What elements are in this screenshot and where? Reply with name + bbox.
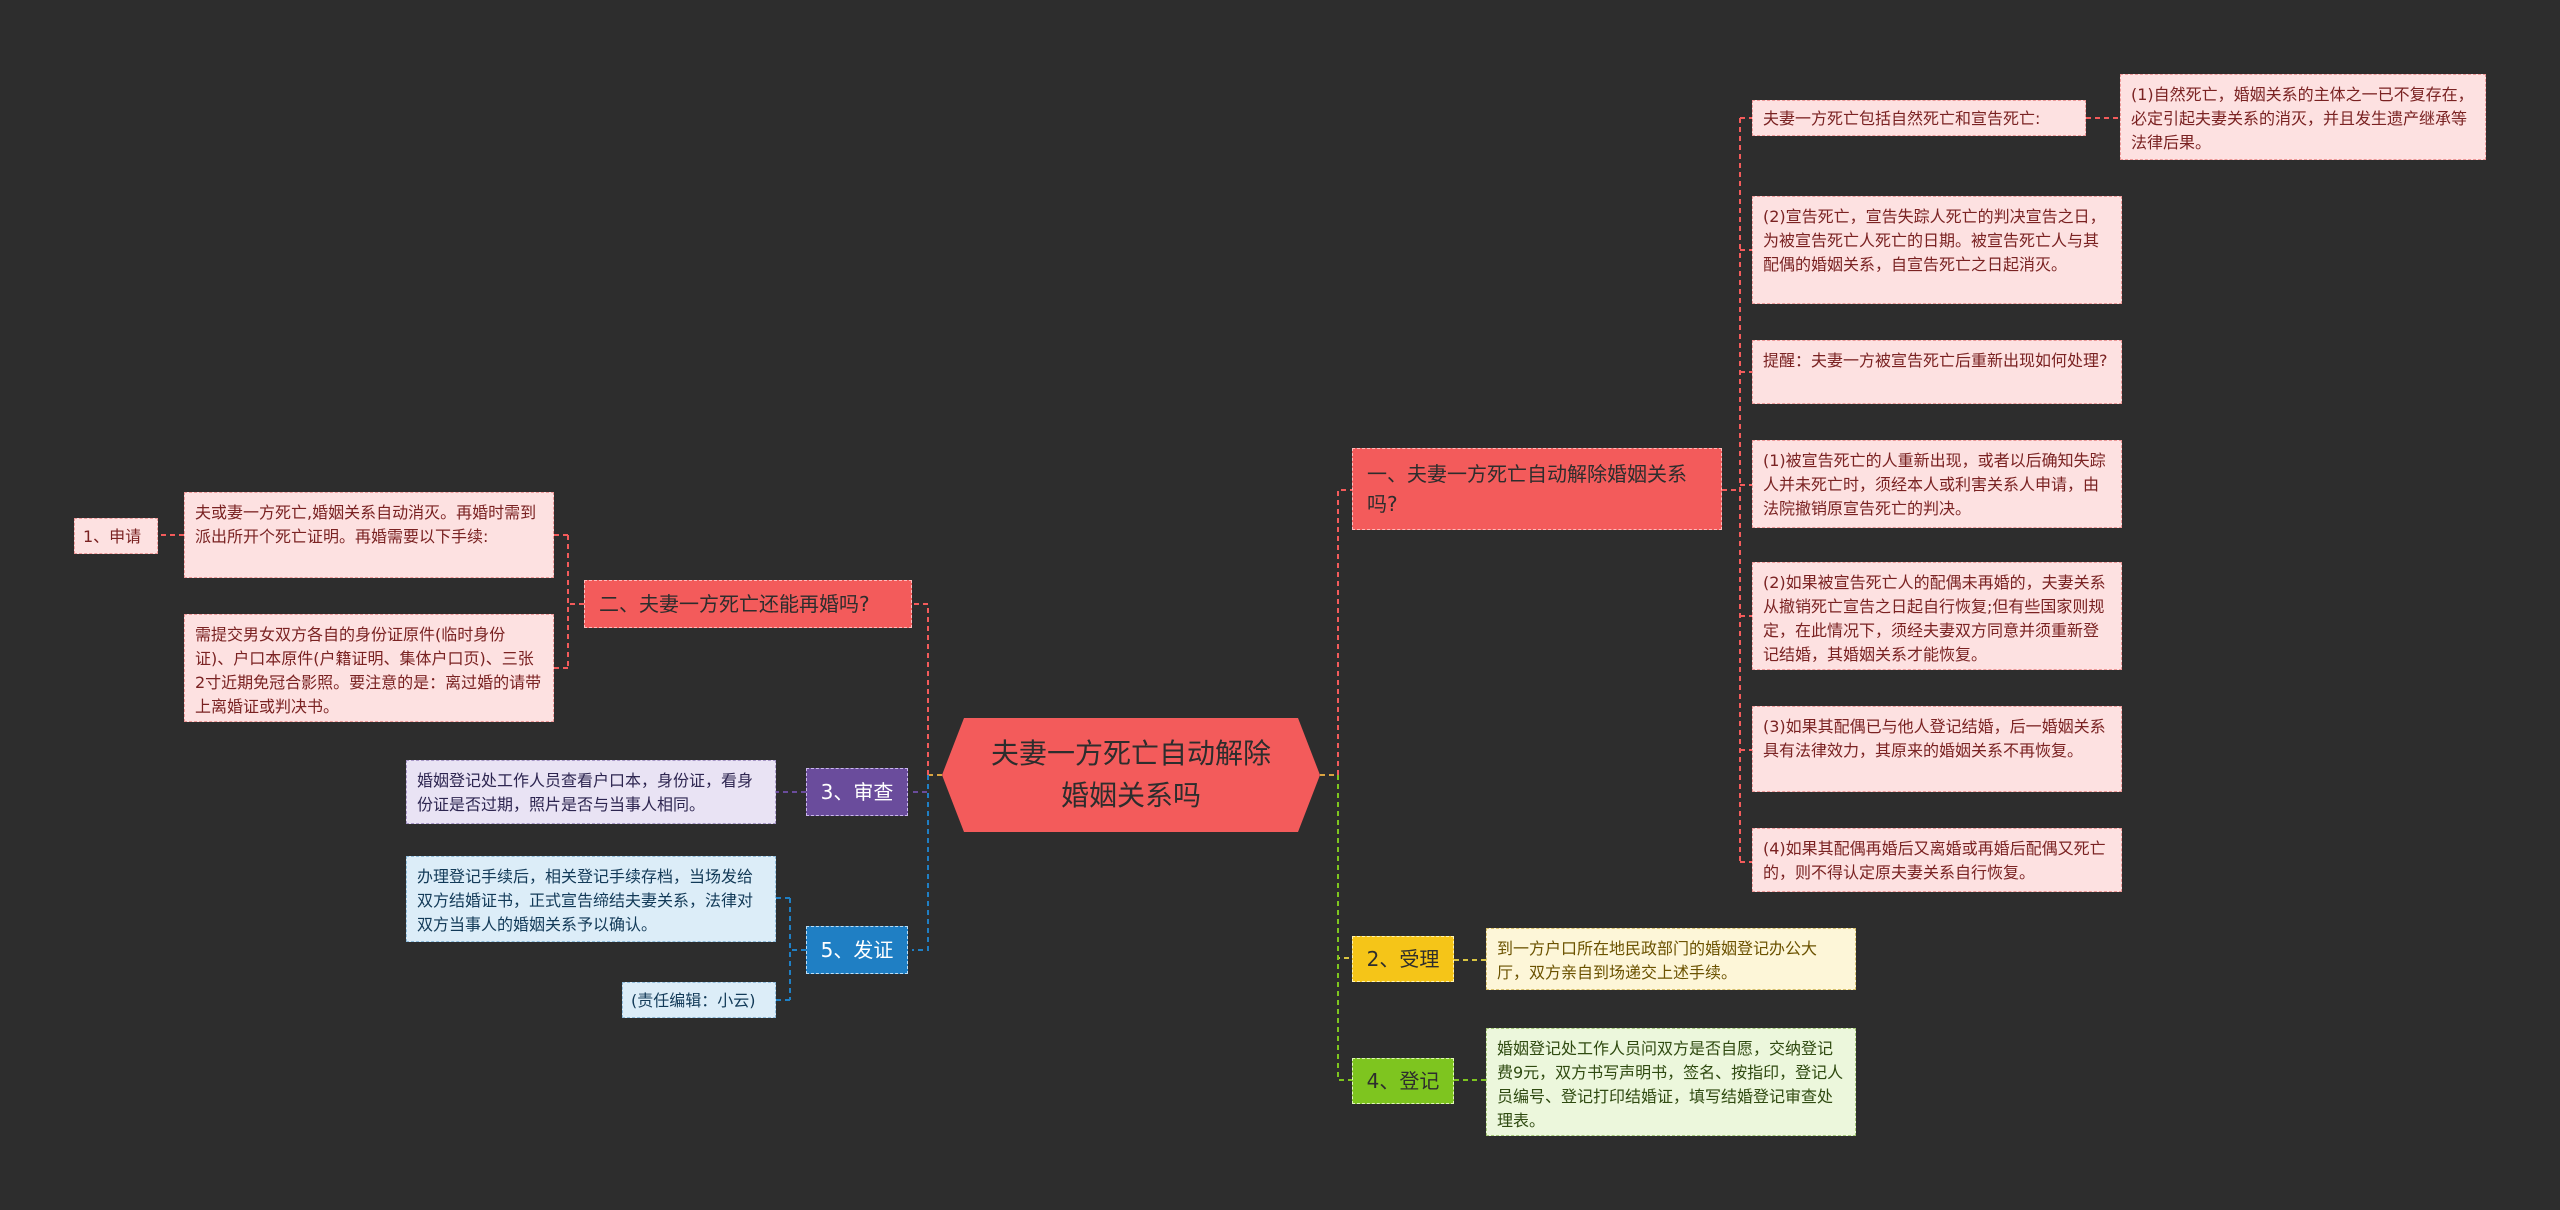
branch-remarry[interactable]: 二、夫妻一方死亡还能再婚吗?: [584, 580, 912, 628]
leaf-remarried[interactable]: (3)如果其配偶已与他人登记结婚，后一婚姻关系具有法律效力，其原来的婚姻关系不再…: [1752, 706, 2122, 792]
branch-issue-label: 5、发证: [820, 938, 894, 962]
leaf-reappear-text: (1)被宣告死亡的人重新出现，或者以后确知失踪人并未死亡时，须经本人或利害关系人…: [1763, 451, 2106, 518]
branch-register-label: 4、登记: [1366, 1069, 1440, 1093]
leaf-death-types-text: 夫妻一方死亡包括自然死亡和宣告死亡:: [1763, 109, 2041, 128]
leaf-reminder-text: 提醒：夫妻一方被宣告死亡后重新出现如何处理?: [1763, 351, 2108, 370]
leaf-remarried-again-text: (4)如果其配偶再婚后又离婚或再婚后配偶又死亡的，则不得认定原夫妻关系自行恢复。: [1763, 839, 2106, 882]
branch-register[interactable]: 4、登记: [1352, 1058, 1454, 1104]
leaf-apply-text1[interactable]: 夫或妻一方死亡,婚姻关系自动消灭。再婚时需到派出所开个死亡证明。再婚需要以下手续…: [184, 492, 554, 578]
leaf-review[interactable]: 婚姻登记处工作人员查看户口本，身份证，看身份证是否过期，照片是否与当事人相同。: [406, 760, 776, 824]
leaf-death-types[interactable]: 夫妻一方死亡包括自然死亡和宣告死亡:: [1752, 100, 2086, 136]
branch-auto-dissolve-label: 一、夫妻一方死亡自动解除婚姻关系吗?: [1367, 462, 1687, 516]
branch-remarry-label: 二、夫妻一方死亡还能再婚吗?: [599, 592, 870, 616]
leaf-issue-text: 办理登记手续后，相关登记手续存档，当场发给双方结婚证书，正式宣告缔结夫妻关系，法…: [417, 867, 754, 934]
branch-issue[interactable]: 5、发证: [806, 926, 908, 974]
leaf-reminder[interactable]: 提醒：夫妻一方被宣告死亡后重新出现如何处理?: [1752, 340, 2122, 404]
leaf-apply-text2-text: 需提交男女双方各自的身份证原件(临时身份证)、户口本原件(户籍证明、集体户口页)…: [195, 625, 542, 716]
leaf-remarried-again[interactable]: (4)如果其配偶再婚后又离婚或再婚后配偶又死亡的，则不得认定原夫妻关系自行恢复。: [1752, 828, 2122, 892]
leaf-editor[interactable]: (责任编辑：小云): [622, 982, 776, 1018]
branch-review-label: 3、审查: [820, 780, 894, 804]
branch-auto-dissolve[interactable]: 一、夫妻一方死亡自动解除婚姻关系吗?: [1352, 448, 1722, 530]
leaf-natural-death-text: (1)自然死亡，婚姻关系的主体之一已不复存在，必定引起夫妻关系的消灭，并且发生遗…: [2131, 85, 2474, 152]
leaf-remarried-text: (3)如果其配偶已与他人登记结婚，后一婚姻关系具有法律效力，其原来的婚姻关系不再…: [1763, 717, 2106, 760]
leaf-not-remarried[interactable]: (2)如果被宣告死亡人的配偶未再婚的，夫妻关系从撤销死亡宣告之日起自行恢复;但有…: [1752, 562, 2122, 670]
branch-accept[interactable]: 2、受理: [1352, 936, 1454, 982]
branch-review[interactable]: 3、审查: [806, 768, 908, 816]
branch-accept-label: 2、受理: [1366, 947, 1440, 971]
leaf-not-remarried-text: (2)如果被宣告死亡人的配偶未再婚的，夫妻关系从撤销死亡宣告之日起自行恢复;但有…: [1763, 573, 2106, 664]
root-topic-text: 夫妻一方死亡自动解除婚姻关系吗: [990, 737, 1271, 812]
leaf-accept[interactable]: 到一方户口所在地民政部门的婚姻登记办公大厅，双方亲自到场递交上述手续。: [1486, 928, 1856, 990]
leaf-apply-text2[interactable]: 需提交男女双方各自的身份证原件(临时身份证)、户口本原件(户籍证明、集体户口页)…: [184, 614, 554, 722]
leaf-register[interactable]: 婚姻登记处工作人员问双方是否自愿，交纳登记费9元，双方书写声明书，签名、按指印，…: [1486, 1028, 1856, 1136]
leaf-issue[interactable]: 办理登记手续后，相关登记手续存档，当场发给双方结婚证书，正式宣告缔结夫妻关系，法…: [406, 856, 776, 942]
leaf-natural-death[interactable]: (1)自然死亡，婚姻关系的主体之一已不复存在，必定引起夫妻关系的消灭，并且发生遗…: [2120, 74, 2486, 160]
root-topic[interactable]: 夫妻一方死亡自动解除婚姻关系吗: [942, 718, 1320, 832]
leaf-declared-death[interactable]: (2)宣告死亡，宣告失踪人死亡的判决宣告之日，为被宣告死亡人死亡的日期。被宣告死…: [1752, 196, 2122, 304]
leaf-accept-text: 到一方户口所在地民政部门的婚姻登记办公大厅，双方亲自到场递交上述手续。: [1497, 939, 1818, 982]
leaf-declared-death-text: (2)宣告死亡，宣告失踪人死亡的判决宣告之日，为被宣告死亡人死亡的日期。被宣告死…: [1763, 207, 2106, 274]
leaf-apply-text1-text: 夫或妻一方死亡,婚姻关系自动消灭。再婚时需到派出所开个死亡证明。再婚需要以下手续…: [195, 503, 537, 546]
leaf-apply[interactable]: 1、申请: [74, 518, 158, 554]
leaf-editor-text: (责任编辑：小云): [631, 991, 756, 1010]
leaf-reappear[interactable]: (1)被宣告死亡的人重新出现，或者以后确知失踪人并未死亡时，须经本人或利害关系人…: [1752, 440, 2122, 528]
leaf-register-text: 婚姻登记处工作人员问双方是否自愿，交纳登记费9元，双方书写声明书，签名、按指印，…: [1497, 1039, 1844, 1130]
leaf-review-text: 婚姻登记处工作人员查看户口本，身份证，看身份证是否过期，照片是否与当事人相同。: [417, 771, 754, 814]
leaf-apply-label: 1、申请: [83, 527, 142, 546]
